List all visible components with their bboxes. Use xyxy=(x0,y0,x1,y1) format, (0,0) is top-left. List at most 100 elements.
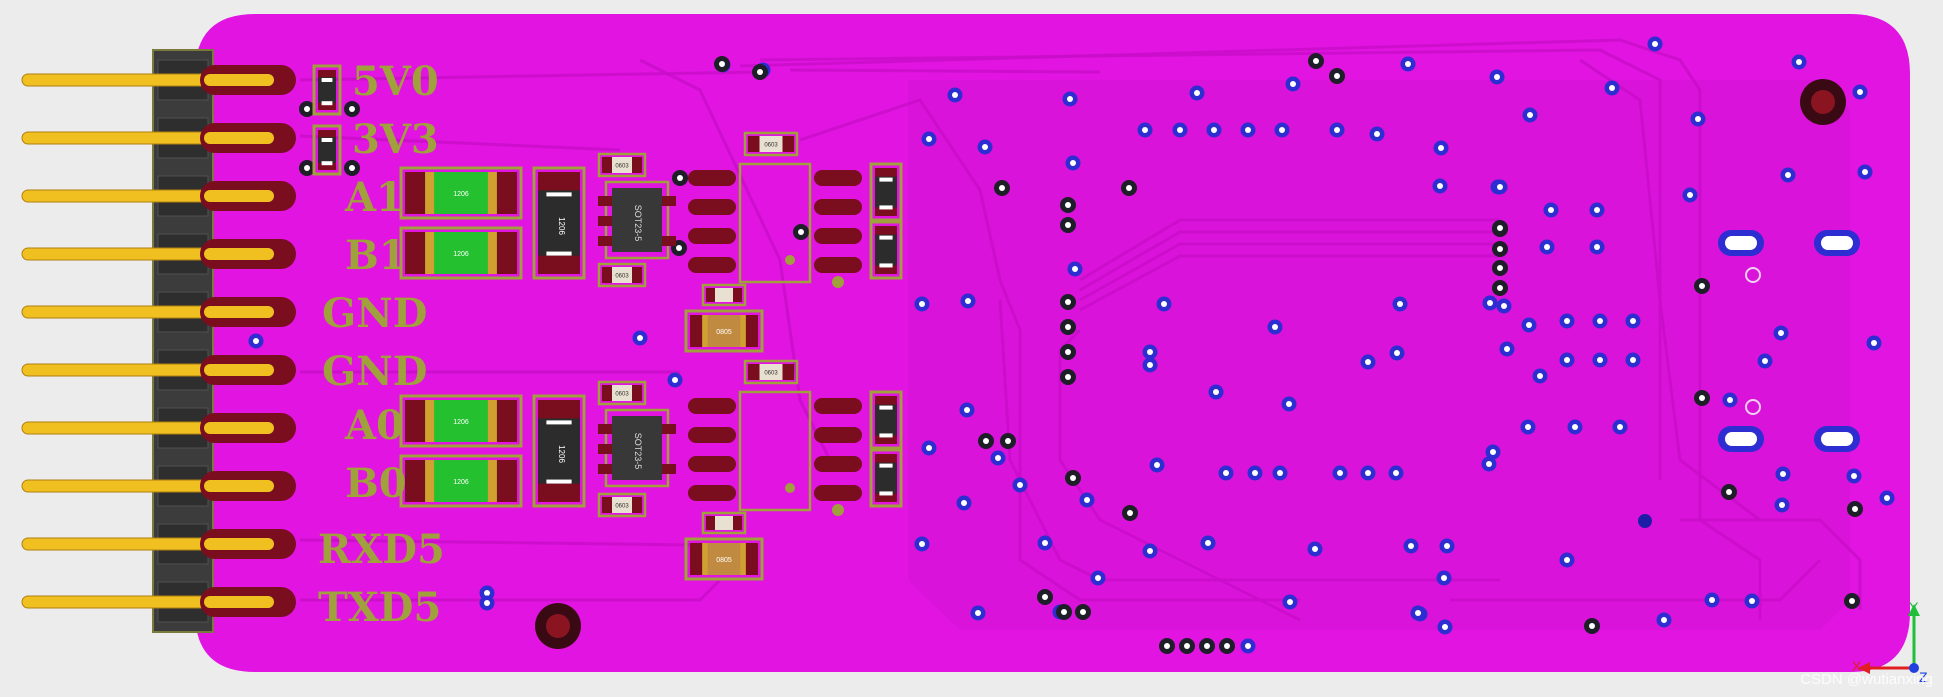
resistor-right-3 xyxy=(869,390,903,450)
cap-0603-a: 0603 xyxy=(597,152,647,178)
trace-2 xyxy=(789,68,1101,74)
via xyxy=(1206,122,1222,138)
via xyxy=(1682,187,1698,203)
trace-11 xyxy=(1058,328,1301,622)
via xyxy=(1437,619,1453,635)
via-dark xyxy=(1060,369,1076,385)
via xyxy=(1559,352,1575,368)
trace-5 xyxy=(299,134,621,152)
cap-0603-e: 0603 xyxy=(743,131,799,157)
trace-8 xyxy=(1079,230,1500,292)
header-pin xyxy=(21,413,296,443)
via-dark xyxy=(1694,390,1710,406)
via xyxy=(1520,419,1536,435)
part-label: 1206 xyxy=(453,419,469,426)
trace-0 xyxy=(739,38,1762,620)
via xyxy=(1267,319,1283,335)
via xyxy=(1281,396,1297,412)
watermark: CSDN @wutianxing xyxy=(1800,671,1933,688)
via-dark xyxy=(1492,280,1508,296)
via-layer xyxy=(248,36,1895,654)
via xyxy=(1857,164,1873,180)
via xyxy=(1496,298,1512,314)
part-label: SOT23-5 xyxy=(633,433,643,470)
via xyxy=(248,333,264,349)
via xyxy=(1625,313,1641,329)
via-dark xyxy=(1060,217,1076,233)
trace-15 xyxy=(1450,558,1822,602)
axis-label-x: X xyxy=(1852,658,1862,674)
mounting-hole-bottom-left xyxy=(535,603,581,649)
via xyxy=(921,131,937,147)
header-pin xyxy=(21,65,296,95)
via xyxy=(1389,345,1405,361)
via xyxy=(1592,352,1608,368)
pin-label-b0: B0 xyxy=(345,460,407,507)
via xyxy=(1612,419,1628,435)
via xyxy=(1240,638,1256,654)
via-dark xyxy=(1065,470,1081,486)
via xyxy=(1647,36,1663,52)
via-dark xyxy=(1694,278,1710,294)
via-dark xyxy=(1060,294,1076,310)
via xyxy=(1332,465,1348,481)
via-dark xyxy=(1308,53,1324,69)
via-dark xyxy=(299,160,315,176)
via xyxy=(1240,122,1256,138)
via xyxy=(1329,122,1345,138)
part-label: 1206 xyxy=(453,251,469,258)
cap-0805-bottom: 0805 xyxy=(684,537,764,581)
via xyxy=(1432,178,1448,194)
via xyxy=(1773,325,1789,341)
via xyxy=(1774,497,1790,513)
via xyxy=(1690,111,1706,127)
via xyxy=(959,402,975,418)
via-dark xyxy=(1060,197,1076,213)
via xyxy=(1722,392,1738,408)
part-label: 1206 xyxy=(557,445,566,463)
via xyxy=(1360,465,1376,481)
pin-label-txd5: TXD5 xyxy=(318,584,441,631)
via-dark xyxy=(1060,344,1076,360)
via-dark xyxy=(793,224,809,240)
via xyxy=(1482,295,1498,311)
trace-17 xyxy=(299,538,691,547)
pin-label-b1: B1 xyxy=(345,232,407,279)
resistor-right-4 xyxy=(869,448,903,508)
via xyxy=(1282,594,1298,610)
pin-label-a1: A1 xyxy=(344,174,404,221)
trace-layer xyxy=(299,38,1862,622)
via xyxy=(1189,85,1205,101)
resistor-3v3 xyxy=(312,124,342,176)
via-dark xyxy=(1492,220,1508,236)
pin-label-gnd-1: GND xyxy=(322,290,427,337)
via-dark xyxy=(344,160,360,176)
trace-9 xyxy=(1079,242,1500,302)
via xyxy=(1656,612,1672,628)
header-pin xyxy=(21,297,296,327)
via-dark xyxy=(1329,68,1345,84)
via-dark xyxy=(714,56,730,72)
via xyxy=(1780,167,1796,183)
via xyxy=(1436,570,1452,586)
via-dark xyxy=(1844,593,1860,609)
transceiver-soic-bottom xyxy=(688,390,862,512)
trace-4 xyxy=(299,70,761,82)
trace-14 xyxy=(1579,58,1761,522)
via xyxy=(1369,126,1385,142)
cap-0603-c: 0603 xyxy=(597,380,647,406)
axis-gizmo: Y X Z xyxy=(1852,599,1928,685)
part-label: 0603 xyxy=(764,371,778,377)
copper-pour-region xyxy=(908,80,1850,630)
via xyxy=(1400,56,1416,72)
cap-0603-d: 0603 xyxy=(597,492,647,518)
via xyxy=(1142,543,1158,559)
part-label: 1206 xyxy=(453,479,469,486)
cap-0603-h xyxy=(701,511,747,535)
pin-label-layer: 5V0 3V3 A1 B1 GND GND A0 B0 RXD5 TXD5 xyxy=(318,58,445,631)
pin-label-rxd5: RXD5 xyxy=(318,526,445,573)
via-dark xyxy=(1492,241,1508,257)
via xyxy=(1567,419,1583,435)
